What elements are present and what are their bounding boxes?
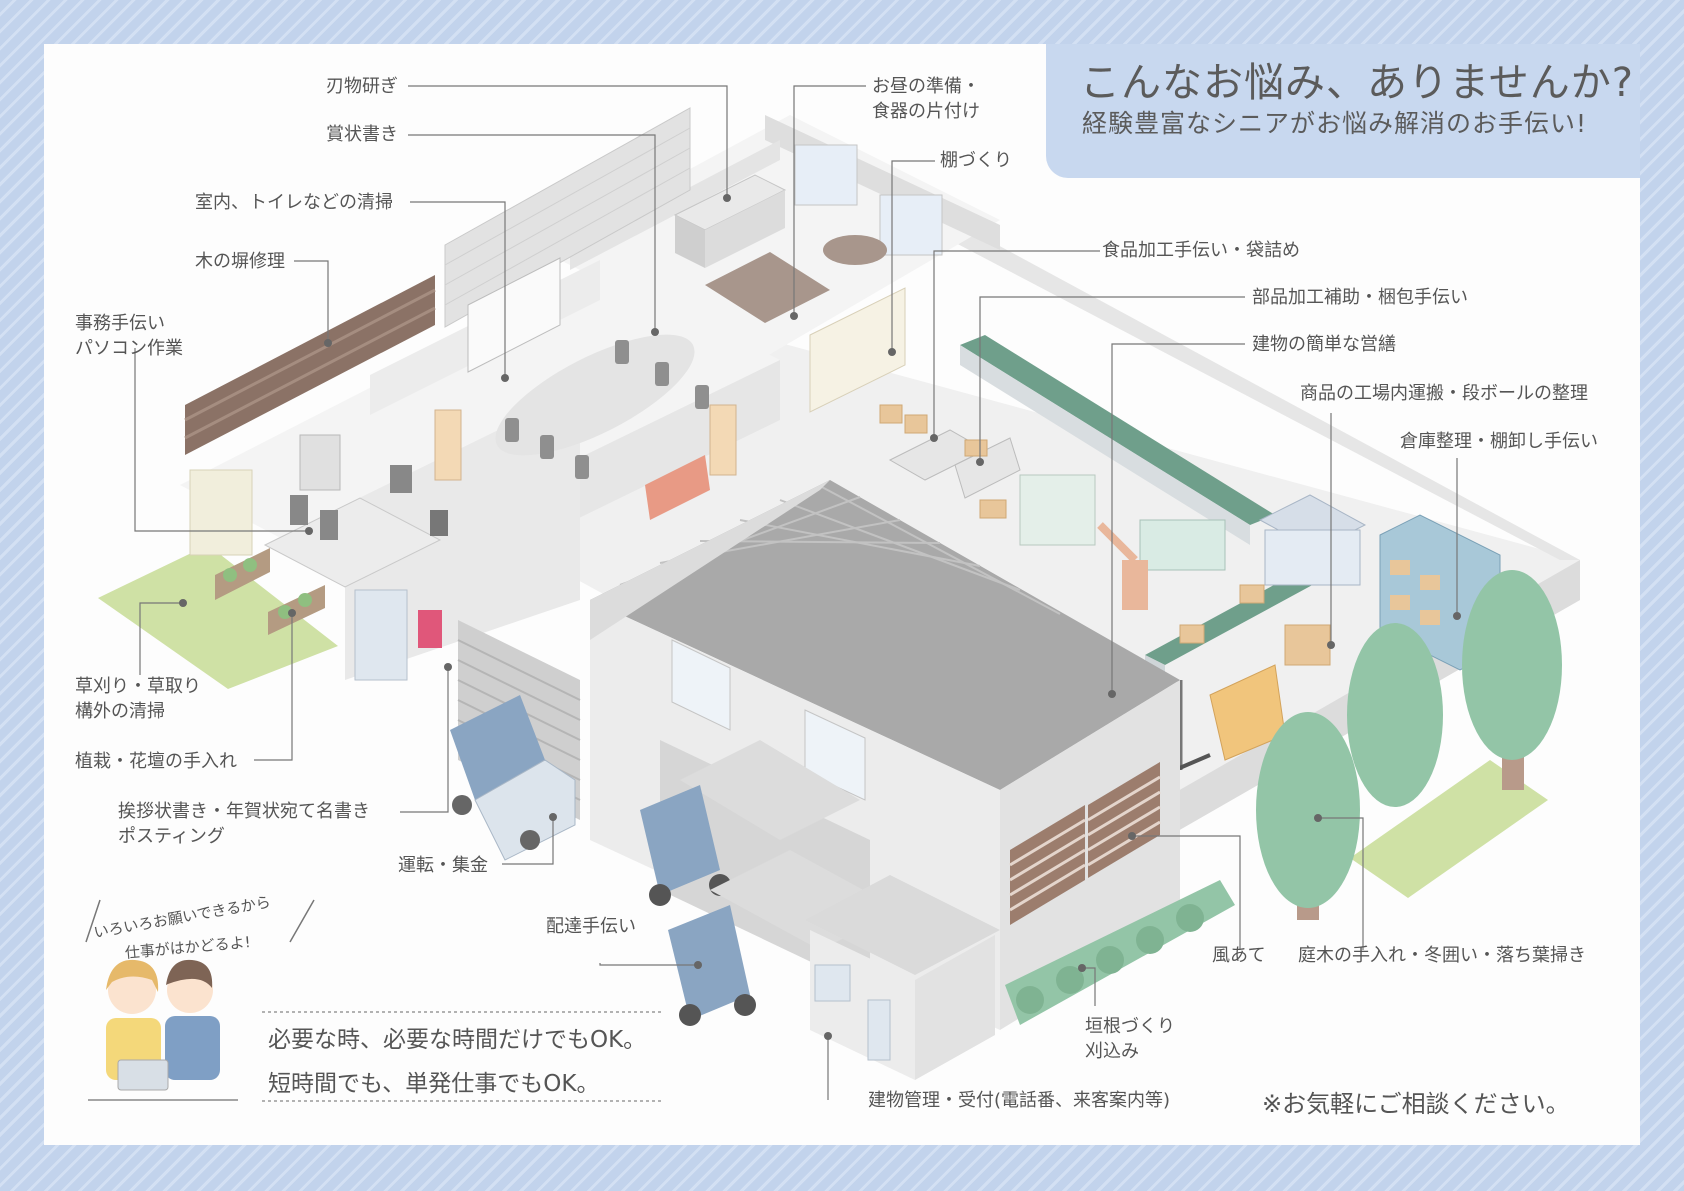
- whiteboard: [467, 257, 561, 373]
- label-building-repair: 建物の簡単な営繕: [1252, 334, 1396, 355]
- label-lunch-prep: お昼の準備・: [872, 76, 980, 97]
- dining-table: [705, 252, 830, 323]
- label-dish-cleanup: 食器の片付け: [872, 101, 980, 122]
- lawn-right: [1350, 760, 1548, 898]
- robot-arm: [1122, 560, 1148, 610]
- label-transport: 商品の工場内運搬・段ボールの整理: [1300, 383, 1588, 404]
- label-driving: 運転・集金: [398, 855, 488, 876]
- label-warehouse: 倉庫整理・棚卸し手伝い: [1400, 431, 1598, 452]
- label-garden-care: 庭木の手入れ・冬囲い・落ち葉掃き: [1298, 945, 1586, 966]
- wooden-fence: [185, 275, 435, 455]
- staff-characters: [85, 899, 315, 1101]
- page-subtitle: 経験豊富なシニアがお悩み解消のお手伝い!: [1082, 109, 1588, 138]
- leader-lines: [134, 85, 1458, 1100]
- page-title: こんなお悩み、ありませんか?: [1080, 60, 1635, 106]
- note-ok-short: 短時間でも、単発仕事でもOK。: [268, 1071, 600, 1097]
- label-knife-sharpening: 刃物研ぎ: [326, 76, 398, 97]
- post-box: [418, 610, 442, 648]
- sofa: [645, 455, 710, 520]
- note-ok-anytime: 必要な時、必要な時間だけでもOK。: [268, 1027, 647, 1053]
- label-trimming: 刈込み: [1085, 1041, 1139, 1062]
- label-food-processing: 食品加工手伝い・袋詰め: [1102, 240, 1300, 261]
- label-parts-packing: 部品加工補助・梱包手伝い: [1252, 287, 1468, 308]
- food-machine: [1019, 474, 1096, 546]
- label-posting: ポスティング: [118, 826, 225, 847]
- door: [434, 409, 462, 481]
- entrance-door: [354, 589, 408, 681]
- label-airing: 風あて: [1212, 945, 1266, 966]
- round-table: [823, 235, 887, 265]
- label-planting: 植栽・花壇の手入れ: [75, 751, 237, 772]
- tree: [1256, 712, 1360, 920]
- meeting-table: [495, 334, 695, 456]
- building-roof: [590, 480, 1180, 790]
- label-outdoor-cleaning: 構外の清掃: [75, 701, 165, 722]
- note-consult: ※お気軽にご相談ください。: [1262, 1090, 1570, 1118]
- truck-small: [450, 695, 576, 861]
- flower-bed: [215, 548, 270, 600]
- label-shelf-making: 棚づくり: [940, 150, 1012, 171]
- label-delivery: 配達手伝い: [546, 916, 636, 937]
- label-cleaning: 室内、トイレなどの清掃: [195, 192, 393, 213]
- copier: [299, 434, 341, 491]
- label-fence-repair: 木の塀修理: [195, 251, 285, 272]
- shelf-unit: [809, 287, 906, 413]
- label-building-management: 建物管理・受付(電話番、来客案内等): [868, 1090, 1171, 1111]
- conveyor-top: [960, 335, 1275, 525]
- label-certificate-writing: 賞状書き: [326, 124, 398, 145]
- lawn-left: [98, 545, 338, 689]
- guard-house-roof: [805, 875, 1000, 975]
- header-band: [1046, 44, 1640, 178]
- label-weeding: 草刈り・草取り: [75, 676, 201, 697]
- cabinet: [189, 469, 253, 556]
- building-window: [671, 639, 731, 731]
- label-hedge-making: 垣根づくり: [1085, 1016, 1175, 1037]
- louver-vent: [1010, 805, 1085, 925]
- label-pc-work: パソコン作業: [75, 338, 183, 359]
- label-greeting-cards: 挨拶状書き・年賀状宛て名書き: [118, 801, 370, 822]
- kitchen-window: [794, 144, 858, 206]
- label-office-work: 事務手伝い: [75, 313, 165, 334]
